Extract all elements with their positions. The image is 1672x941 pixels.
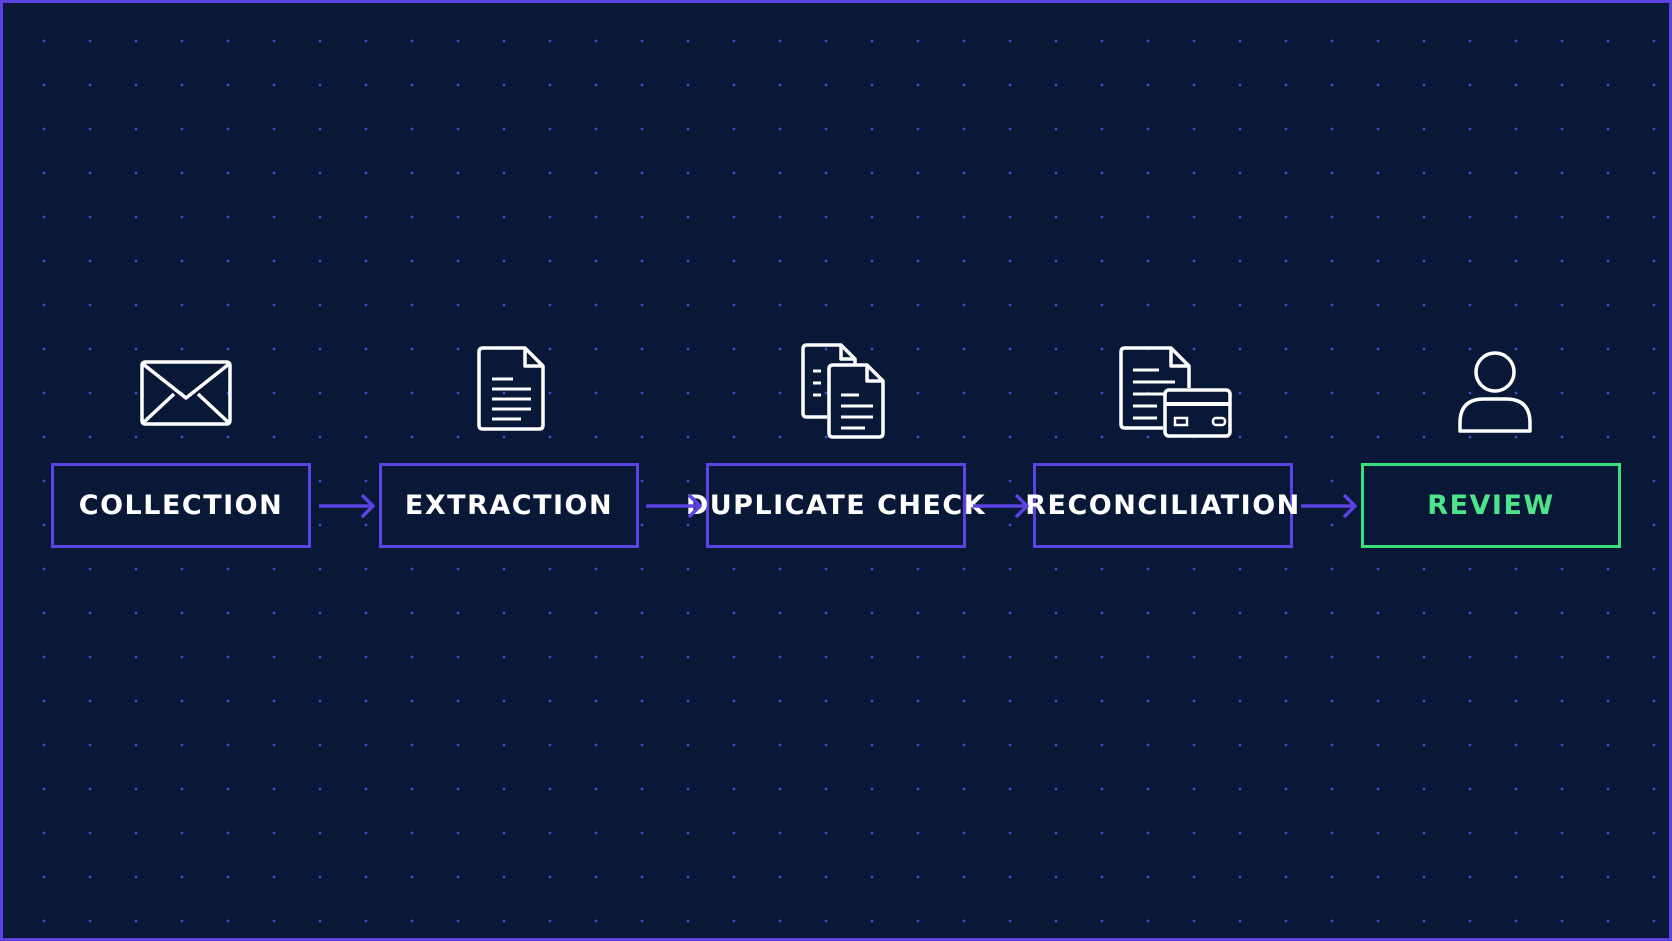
step-reconciliation: RECONCILIATION xyxy=(1025,463,1299,548)
flow-arrow xyxy=(646,493,702,519)
step-review: REVIEW xyxy=(1361,463,1621,548)
step-label: DUPLICATE CHECK xyxy=(685,490,987,521)
step-label: EXTRACTION xyxy=(404,490,614,521)
envelope-icon xyxy=(140,360,232,426)
step-label: RECONCILIATION xyxy=(1025,490,1301,521)
duplicate-documents-icon xyxy=(801,343,887,439)
step-label: REVIEW xyxy=(1427,490,1555,521)
document-card-icon xyxy=(1119,346,1233,439)
step-duplicate-check: DUPLICATE CHECK xyxy=(686,463,985,548)
user-icon xyxy=(1456,351,1534,434)
flow-arrow xyxy=(1301,493,1357,519)
step-extraction: EXTRACTION xyxy=(379,463,639,548)
step-label: COLLECTION xyxy=(78,490,284,521)
flow-arrow xyxy=(319,493,375,519)
flow-arrow xyxy=(973,493,1029,519)
step-collection: COLLECTION xyxy=(51,463,311,548)
document-icon xyxy=(477,346,547,431)
